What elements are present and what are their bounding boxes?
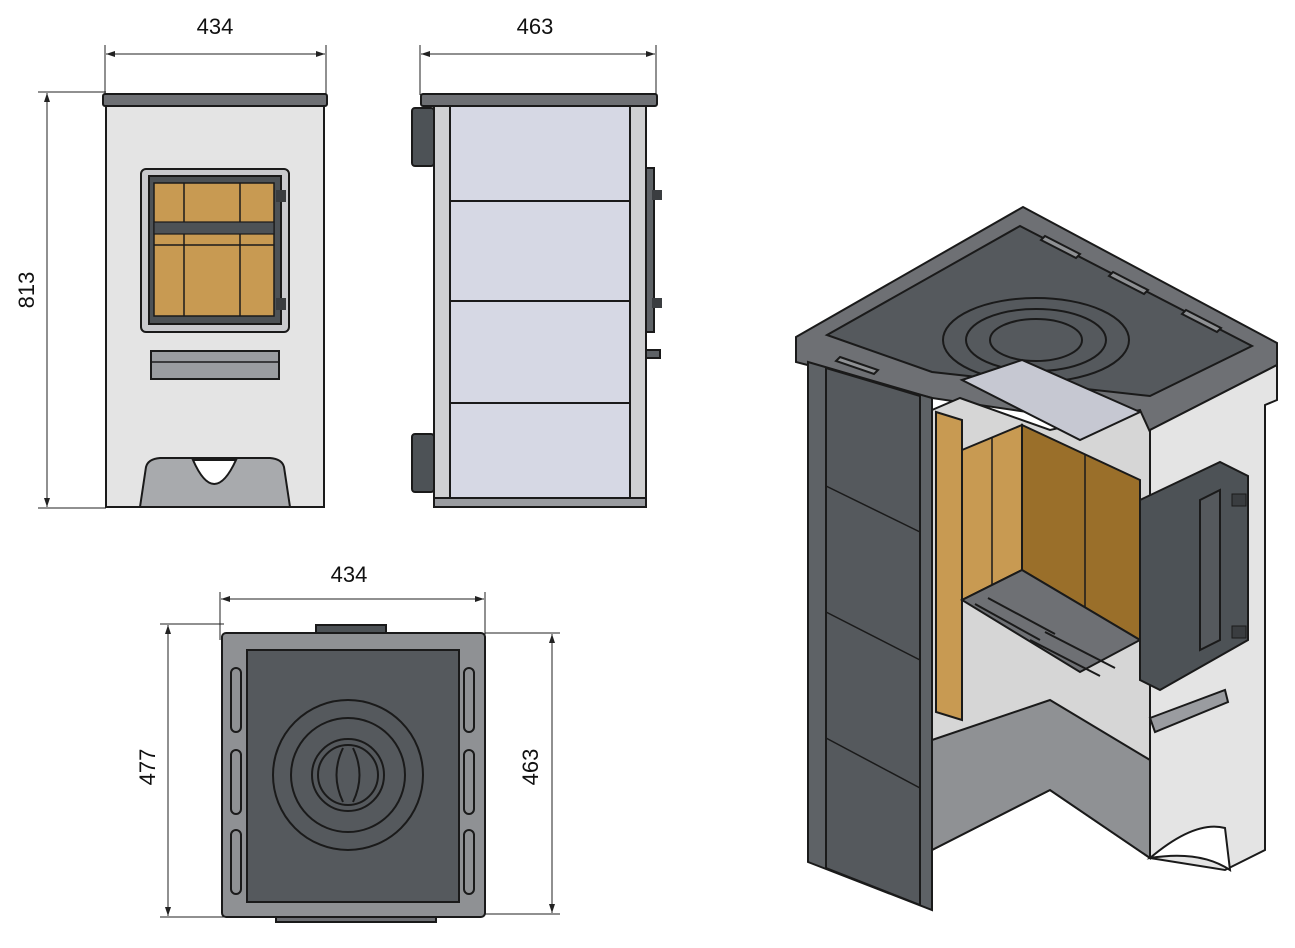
side-width-dimension: 463 [419,14,657,95]
front-door [140,168,290,333]
side-width-label: 463 [517,14,554,39]
top-depth-left-dimension: 477 [135,623,224,918]
front-height-label: 813 [14,272,39,309]
vent-slots [230,667,475,895]
top-view: 434 477 463 [135,562,560,923]
top-depth-right-label: 463 [518,749,543,786]
ash-drawer [150,350,280,380]
side-view: 463 [411,14,662,508]
top-width-label: 434 [331,562,368,587]
top-depth-right-dimension: 463 [485,632,560,915]
front-width-dimension: 434 [104,14,327,95]
cooking-rings [272,699,424,851]
top-depth-left-label: 477 [135,749,160,786]
front-view: 434 813 [14,14,328,509]
top-width-dimension: 434 [219,562,486,640]
front-width-label: 434 [197,14,234,39]
front-height-dimension: 813 [14,91,106,509]
isometric-cutaway-view [795,205,1278,912]
